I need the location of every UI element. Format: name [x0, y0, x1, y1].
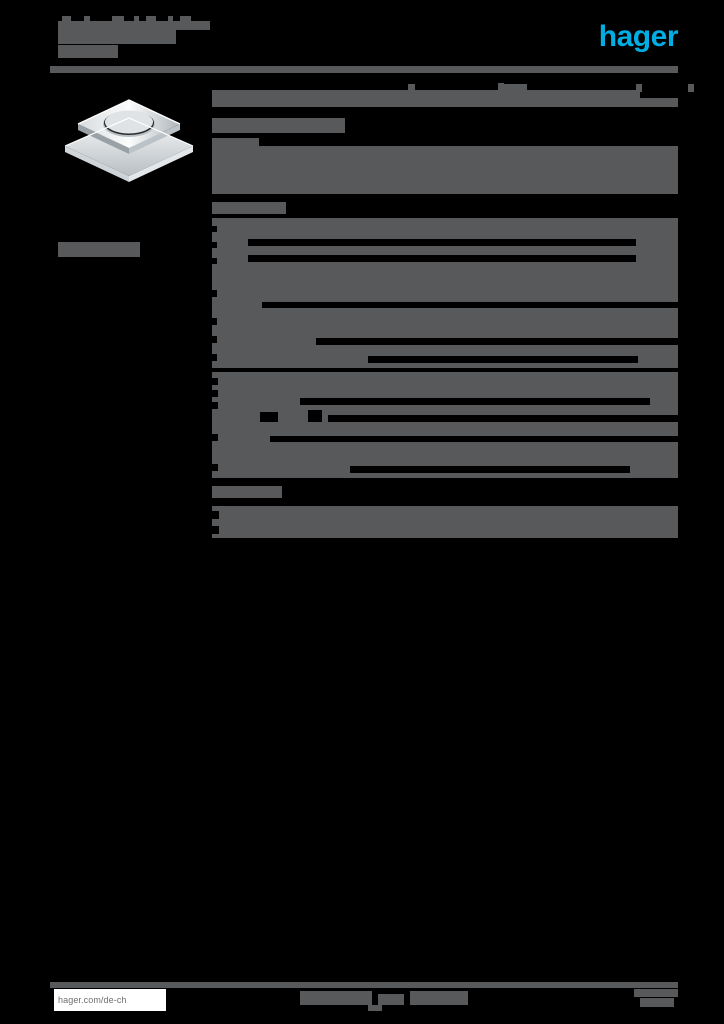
title-line-3-block	[58, 45, 118, 58]
title-ascender-d	[134, 16, 139, 22]
product-image	[58, 86, 200, 186]
spec-row-gap	[350, 466, 630, 473]
title-ascender-a	[62, 16, 71, 22]
title-ascender-f	[168, 16, 173, 22]
document-title	[58, 16, 358, 58]
title-ascender-e	[146, 16, 156, 22]
title-ascender-g	[180, 16, 191, 22]
spec-row-gap	[262, 302, 678, 308]
footer-right-text	[634, 989, 678, 1007]
spec-row-gap	[270, 436, 678, 442]
title-line-2-block	[58, 30, 176, 44]
spec-row-gap	[368, 356, 638, 363]
spec-group-3	[212, 498, 678, 538]
title-line-1-block	[58, 21, 210, 30]
specification-heading	[212, 202, 678, 216]
header-divider	[50, 66, 678, 73]
main-content	[212, 83, 694, 542]
product-reference	[212, 116, 678, 138]
footer-divider	[50, 982, 678, 988]
footer-center-text	[300, 991, 468, 1011]
footer-url[interactable]: hager.com/de-ch	[54, 989, 166, 1011]
title-ascender-b	[84, 16, 90, 22]
page-header: hager	[0, 0, 724, 80]
spec-group-2	[212, 372, 678, 478]
description-body	[212, 146, 678, 194]
description-section	[212, 138, 678, 194]
spec-row-gap	[316, 338, 678, 345]
specification-table	[212, 202, 678, 538]
title-ascender-c	[112, 16, 124, 22]
spec-row-gap	[248, 239, 636, 246]
spec-row-gap	[300, 398, 650, 405]
product-image-caption	[58, 242, 140, 257]
spec-group-3-heading	[212, 486, 678, 504]
spec-row-gap	[328, 415, 678, 422]
spec-row-gap	[248, 255, 636, 262]
hager-logo: hager	[598, 20, 679, 53]
description-heading	[212, 138, 259, 147]
spec-group-1	[212, 218, 678, 380]
product-title	[212, 83, 694, 108]
